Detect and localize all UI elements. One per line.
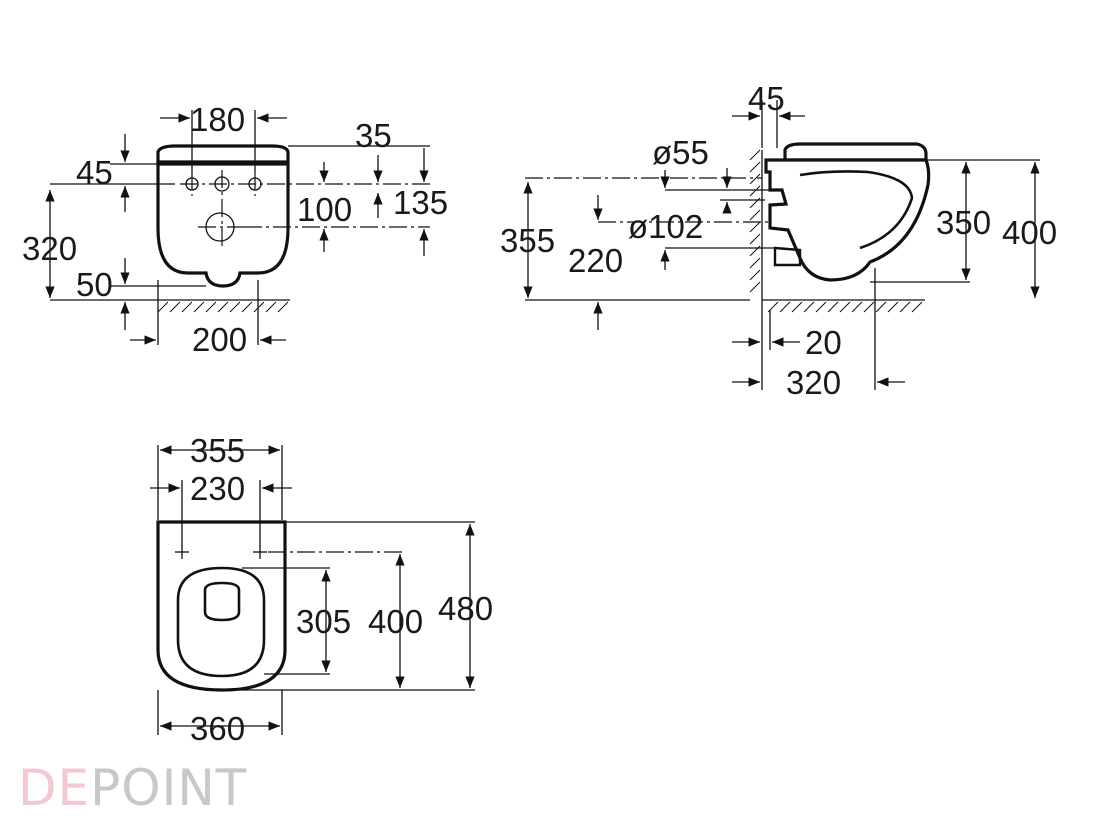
dim-side-355: 355 bbox=[500, 222, 555, 259]
dim-top-360: 360 bbox=[190, 710, 245, 747]
dim-top-400: 400 bbox=[368, 603, 423, 640]
side-floor-hatch bbox=[767, 301, 923, 313]
top-fixing-holes bbox=[175, 545, 267, 559]
side-outlet bbox=[773, 246, 802, 267]
dim-side-400: 400 bbox=[1002, 214, 1057, 251]
dim-side-45: 45 bbox=[748, 80, 785, 117]
top-seat bbox=[176, 566, 266, 678]
dim-side-20: 20 bbox=[805, 324, 842, 361]
dim-front-200: 200 bbox=[192, 321, 247, 358]
side-bowl bbox=[764, 158, 931, 282]
dim-front-45: 45 bbox=[76, 154, 113, 191]
side-view: 45 ø55 ø102 355 220 350 400 20 320 bbox=[500, 80, 1057, 401]
top-opening bbox=[203, 581, 241, 622]
dim-side-inlet-dia: ø55 bbox=[652, 134, 709, 171]
dim-front-50: 50 bbox=[76, 266, 113, 303]
front-view: 180 45 35 100 135 320 50 200 bbox=[22, 101, 448, 358]
dim-front-35: 35 bbox=[355, 117, 392, 154]
dim-top-230: 230 bbox=[190, 470, 245, 507]
front-fixing-holes bbox=[180, 170, 267, 250]
front-lid bbox=[156, 144, 290, 164]
dim-side-350: 350 bbox=[936, 204, 991, 241]
dim-top-305: 305 bbox=[296, 603, 351, 640]
dim-front-320: 320 bbox=[22, 230, 77, 267]
watermark-logo: DEPOINT bbox=[18, 759, 247, 817]
top-bowl bbox=[156, 520, 287, 692]
dim-top-355: 355 bbox=[190, 432, 245, 469]
side-lid bbox=[783, 142, 928, 162]
dim-front-100: 100 bbox=[297, 191, 352, 228]
dim-side-220: 220 bbox=[568, 242, 623, 279]
front-bowl bbox=[156, 162, 290, 288]
dim-front-135: 135 bbox=[393, 184, 448, 221]
dim-top-480: 480 bbox=[438, 590, 493, 627]
front-floor-hatch bbox=[157, 301, 289, 313]
dim-side-outlet-dia: ø102 bbox=[628, 208, 703, 245]
watermark-text: DEPOINT bbox=[18, 759, 247, 817]
dim-side-320: 320 bbox=[786, 364, 841, 401]
dim-front-180: 180 bbox=[190, 101, 245, 138]
side-wall-hatch bbox=[749, 149, 761, 293]
side-bowl-inner bbox=[799, 170, 914, 250]
top-view: 355 230 305 400 480 360 bbox=[150, 432, 493, 747]
